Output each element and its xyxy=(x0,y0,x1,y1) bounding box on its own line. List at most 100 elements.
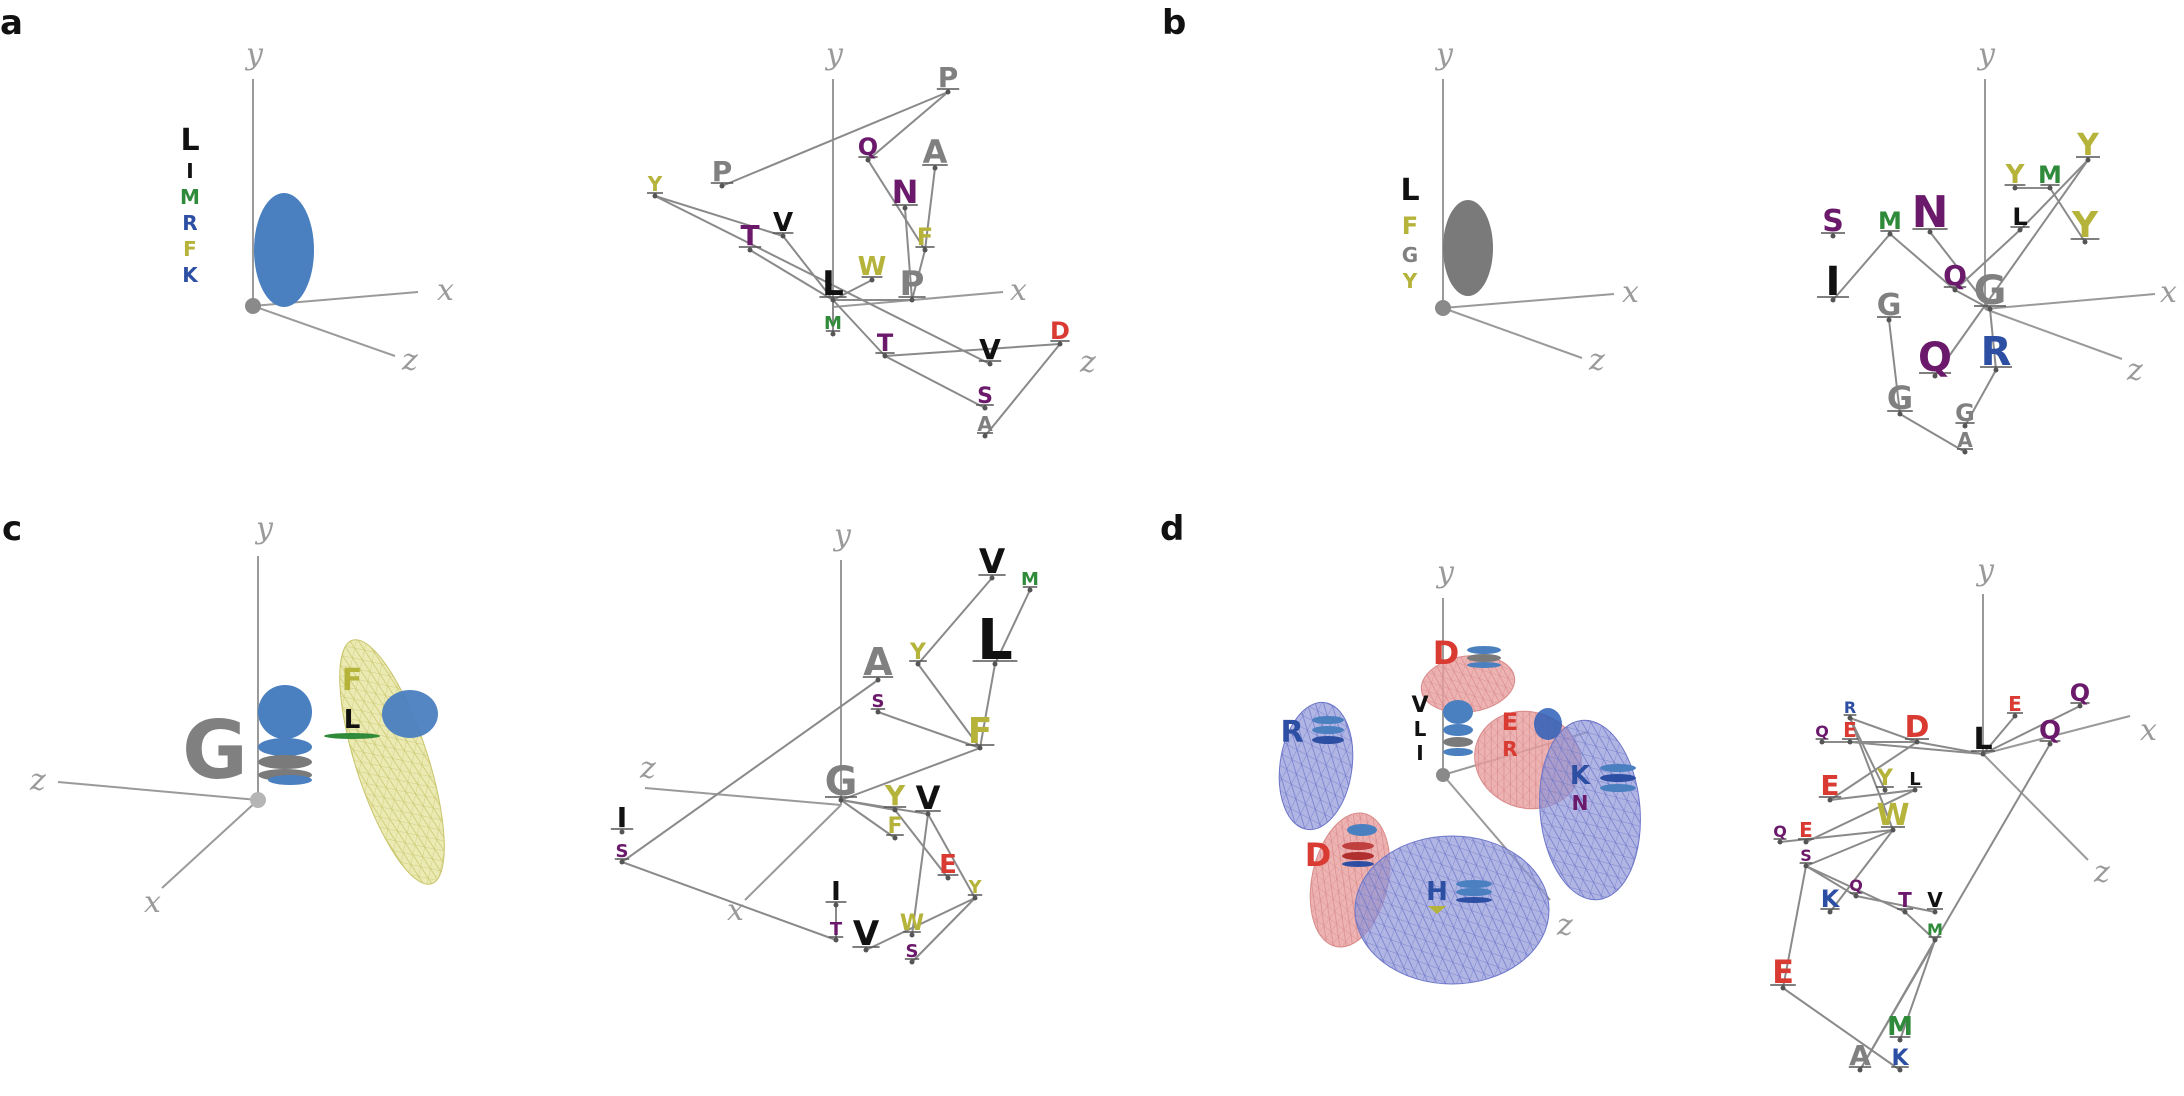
y-axis-label: y xyxy=(1434,37,1454,72)
tree-node-letter: Y xyxy=(884,779,906,812)
tree-node-letter: W xyxy=(1876,798,1909,833)
tree-edge xyxy=(840,799,896,839)
tree-node-point xyxy=(1886,317,1892,323)
tree-edge xyxy=(865,897,976,951)
tree-edge xyxy=(979,663,996,749)
tree-node-point xyxy=(1847,739,1853,745)
tree-edge xyxy=(927,813,976,899)
tree-node-letter: D xyxy=(1905,710,1930,745)
tree-node-letter: G xyxy=(1974,268,2007,314)
tree-node-letter: S xyxy=(616,841,629,862)
x-axis-label: x xyxy=(144,885,161,920)
tree-node-point xyxy=(892,807,898,813)
tree-node-letter: F xyxy=(887,814,902,839)
tree-edge xyxy=(1889,233,1956,291)
tree-edge xyxy=(867,91,949,161)
tree-edge xyxy=(1899,939,1936,1041)
x-axis xyxy=(161,799,259,889)
tree-edge xyxy=(984,343,1061,437)
tree-node-letter: E xyxy=(1843,718,1857,742)
tree-edge xyxy=(1805,789,1916,843)
tree-edge xyxy=(654,195,784,237)
tree-edge xyxy=(1849,717,1886,791)
tree-node-letter: V xyxy=(1927,888,1943,912)
tree-node-point xyxy=(747,247,753,253)
tree-node-letter: P xyxy=(712,155,733,188)
tree-node-point xyxy=(1847,715,1853,721)
tree-node-letter: V xyxy=(979,333,1001,366)
tree-node-letter: Y xyxy=(2076,128,2100,163)
tree-node-point xyxy=(2017,227,2023,233)
logo-letter: G xyxy=(182,704,248,797)
tree-node-letter: P xyxy=(938,61,959,94)
ellipsoid xyxy=(254,193,314,307)
logo-letter: M xyxy=(180,185,200,209)
tree-node-point xyxy=(1932,909,1938,915)
tree-node-letter: I xyxy=(1826,259,1841,305)
tree-node-letter: Q xyxy=(2070,679,2090,707)
tree-node-letter: A xyxy=(863,640,893,684)
tree-edge xyxy=(1855,895,1936,913)
tree-edge xyxy=(924,167,936,251)
tree-node-letter: P xyxy=(900,264,925,304)
z-axis-label: z xyxy=(2093,855,2110,890)
tree-node-point xyxy=(2047,185,2053,191)
tree-edge xyxy=(911,813,929,936)
tree-node-point xyxy=(1882,787,1888,793)
tree-edge xyxy=(894,809,949,879)
x-axis xyxy=(1984,293,2156,310)
tree-node-letter: N xyxy=(892,173,919,211)
tree-node-point xyxy=(1987,306,1993,312)
ellipsoid xyxy=(1443,200,1493,296)
tree-node-point xyxy=(977,745,983,751)
tree-node-letter: F xyxy=(968,711,993,752)
tree-edge xyxy=(749,249,834,301)
tree-node-letter: W xyxy=(858,252,887,282)
tree-edge xyxy=(1964,369,1997,427)
tree-node-letter: E xyxy=(1772,953,1794,991)
tree-edge xyxy=(1832,233,1891,301)
tree-edge xyxy=(1849,741,1984,755)
logo-letter: L xyxy=(180,123,199,158)
tree-edge xyxy=(911,897,976,963)
tree-node-point xyxy=(1803,839,1809,845)
z-axis xyxy=(57,781,259,801)
z-axis xyxy=(644,787,842,806)
z-axis-label: z xyxy=(639,751,656,786)
tree-node-letter: Q xyxy=(1849,876,1863,895)
logo-letter: L xyxy=(344,705,361,735)
tree-node-letter: M xyxy=(2038,161,2062,189)
z-axis-label: z xyxy=(401,343,418,378)
tree-node-point xyxy=(1827,797,1833,803)
tree-node-point xyxy=(619,859,625,865)
x-axis xyxy=(1982,715,2131,755)
tree-node-point xyxy=(915,661,921,667)
logo-letter: F xyxy=(1402,212,1418,240)
tree-edge xyxy=(721,91,949,187)
tree-edge xyxy=(1916,741,1984,755)
logo-letter: D xyxy=(1433,634,1460,672)
tree-edge xyxy=(917,663,981,749)
tree-node-point xyxy=(987,361,993,367)
tree-edge xyxy=(1849,717,1918,743)
tree-edge xyxy=(1954,229,2021,291)
tree-node-point xyxy=(1902,909,1908,915)
sequence-logo: L I M R F K xyxy=(180,123,200,287)
tree-node-point xyxy=(2077,703,2083,709)
tree-edge xyxy=(1829,829,1894,913)
tree-node-point xyxy=(989,575,995,581)
logo-letter: N xyxy=(1572,791,1589,815)
tree-node-point xyxy=(892,835,898,841)
x-axis-label: x xyxy=(2160,275,2177,310)
logo-letter: E xyxy=(1502,708,1518,736)
tree-node-point xyxy=(719,183,725,189)
logo-letter: R xyxy=(182,211,197,235)
tree-edge xyxy=(1904,911,1936,941)
tree-node-point xyxy=(838,797,844,803)
tree-node-point xyxy=(780,233,786,239)
z-axis-label: z xyxy=(2126,353,2143,388)
tree-node-point xyxy=(1057,341,1063,347)
tree-node-letter: Q xyxy=(1815,722,1829,741)
